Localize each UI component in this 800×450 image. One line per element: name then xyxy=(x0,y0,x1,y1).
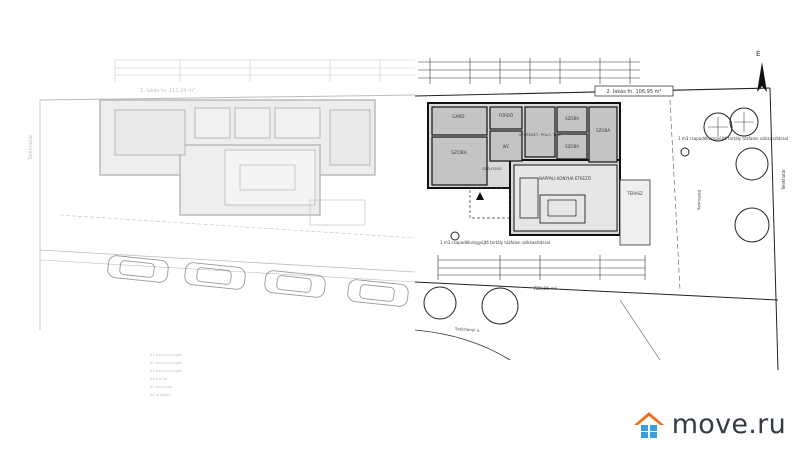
tank-1 xyxy=(680,147,690,157)
car-1 xyxy=(107,255,169,283)
tree-3 xyxy=(735,147,769,181)
car-3 xyxy=(264,270,326,298)
room-garderobe: GARD. xyxy=(452,114,466,119)
left-area-label: 1. lakás fn. 111,24 m² xyxy=(140,87,195,94)
north-arrow: É xyxy=(756,49,767,92)
brand-logo: move.ru xyxy=(632,409,786,440)
parked-cars xyxy=(107,255,409,307)
legend-item-3: 03 jelű helyiségek xyxy=(150,369,183,373)
house-logo-icon xyxy=(633,411,664,438)
tree-6 xyxy=(481,287,519,325)
room-1: SZOBA xyxy=(451,150,468,156)
legend-item-6: 06 új építés xyxy=(150,393,171,397)
neighbor-label: Szomszéd xyxy=(696,189,702,210)
tree-2 xyxy=(729,107,759,137)
room-2: SZOBA xyxy=(565,116,579,121)
room-terrace: TERASZ xyxy=(626,191,643,196)
room-hall: SZÉLFOGÓ xyxy=(482,166,502,171)
side-label-right: Telekhatár xyxy=(781,169,786,191)
legend-item-5: 05 bontandó xyxy=(150,385,172,389)
legend-item-1: 01 jelű helyiségek xyxy=(150,353,183,357)
left-side-label: Telekhatár xyxy=(27,133,34,161)
trees xyxy=(423,107,770,325)
right-plan: GARD. SZOBA FÜRDŐ WC GÉPÉSZET, POLC, TÁR… xyxy=(414,49,788,371)
room-3: SZOBA xyxy=(565,144,579,149)
legend: 01 jelű helyiségek 02 jelű helyiségek 03… xyxy=(150,353,183,397)
room-kitchen: NAPPALI-KONYHA ÉTKEZŐ xyxy=(539,176,591,181)
legend-item-4: 04 jelű fal xyxy=(150,377,167,381)
north-label: É xyxy=(756,49,760,58)
room-4: SZOBA xyxy=(596,128,610,133)
room-wc: WC xyxy=(503,144,510,149)
left-faded-plan: Telekhatár 1. lakás fn. 111,24 m² xyxy=(27,59,416,330)
tree-4 xyxy=(734,207,770,243)
apartment-area-label: 2. lakás fn. 106,95 m² xyxy=(607,88,662,95)
brand-name: move.ru xyxy=(671,409,786,440)
room-bath: FÜRDŐ xyxy=(499,113,513,118)
street-label: Széchenyi u. xyxy=(455,326,481,333)
legend-item-2: 02 jelű helyiségek xyxy=(150,361,183,365)
tank-2 xyxy=(450,231,460,241)
tree-5 xyxy=(423,286,457,320)
note-left: 1 m3 csapadékvízgyűjtő tartály tűzfalon … xyxy=(440,240,550,245)
room-kamra: GÉPÉSZET, POLC, TÁR. xyxy=(519,132,562,137)
tree-details xyxy=(708,112,754,137)
note-right: 1 m3 csapadékvízgyűjtő tartály tűzfalon … xyxy=(678,136,788,141)
tree-1 xyxy=(703,112,733,142)
car-4 xyxy=(347,279,409,307)
car-2 xyxy=(184,262,246,290)
lot-area: 728,86 m² xyxy=(533,286,557,292)
